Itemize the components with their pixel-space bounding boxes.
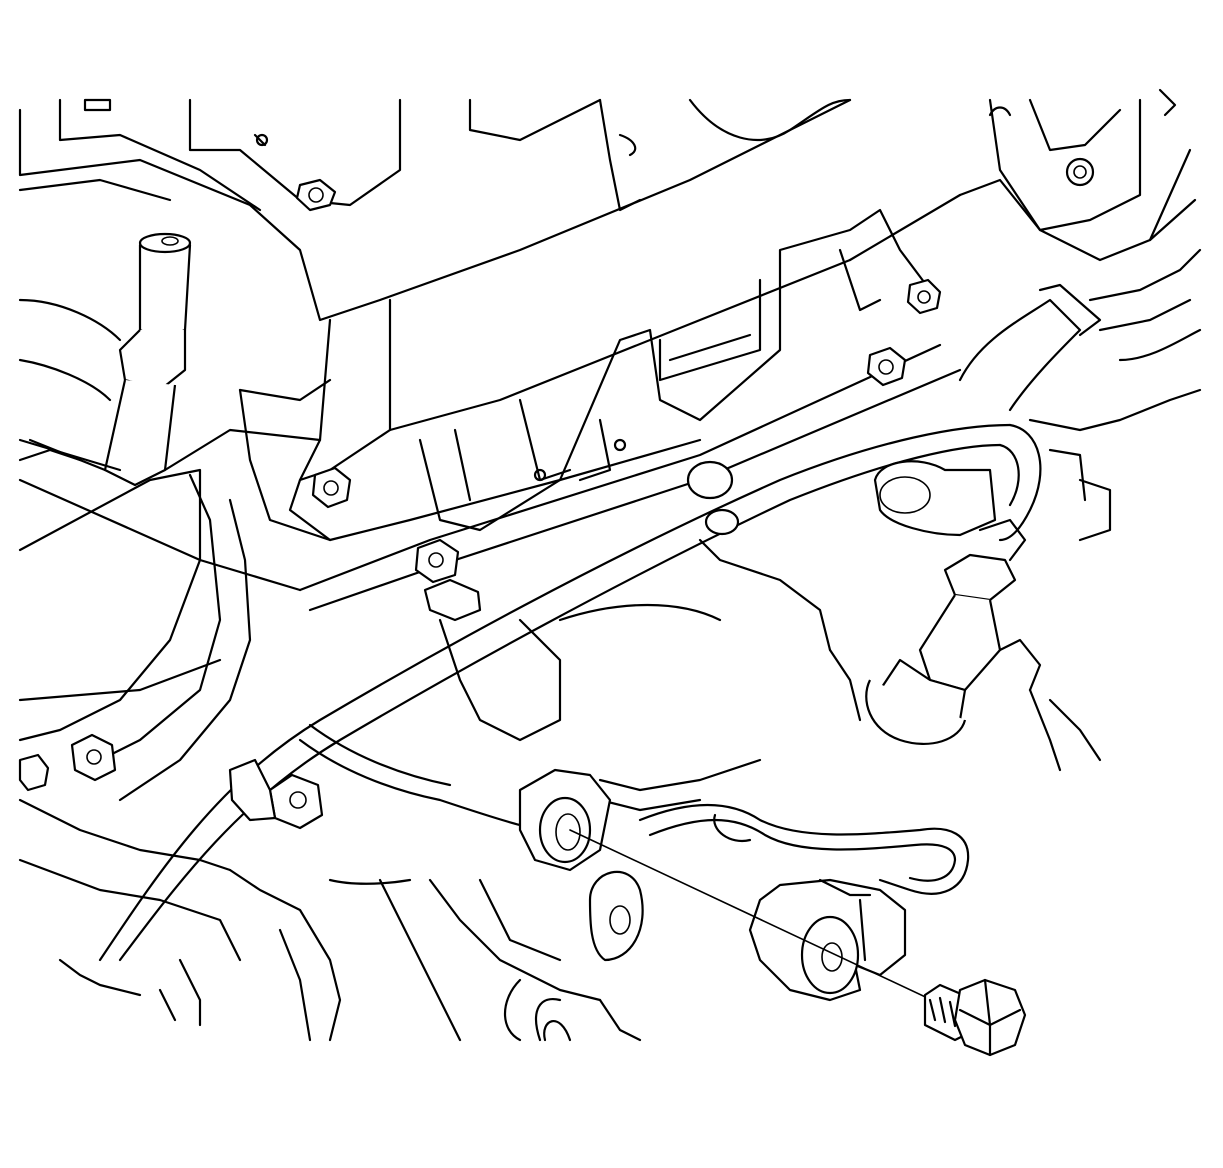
stud-nut-manifold-3 (866, 346, 907, 387)
lower-left-frame (18, 438, 252, 997)
harness-clip[interactable] (748, 878, 907, 1002)
stud-nut-manifold-2 (414, 538, 482, 622)
mounting-bolt[interactable] (923, 978, 1027, 1057)
stud-nut-manifold-4 (906, 278, 942, 315)
stud-nut-manifold-1 (311, 466, 352, 509)
stud-nut-upper-left (295, 178, 337, 212)
oxygen-sensor (865, 518, 1102, 772)
stud-nut-lower-left-2 (18, 753, 50, 792)
oxygen-sensor-port (873, 460, 997, 537)
exhaust-pipe (298, 538, 862, 885)
left-sensor-tube (28, 232, 322, 487)
rubber-hose (958, 248, 1202, 542)
stud-nut-lower-left-1 (70, 733, 117, 782)
mounting-rail (18, 343, 962, 702)
stud-nut-lower-center (228, 758, 324, 830)
stud-nut-heatshield (686, 460, 740, 536)
engine-block (158, 868, 642, 1042)
heat-shield (418, 208, 932, 532)
mounting-boss (518, 768, 644, 1042)
upper-right-bracket (848, 88, 1197, 262)
sensor-wire-harness (638, 803, 970, 895)
installation-axis-line (569, 829, 986, 1026)
